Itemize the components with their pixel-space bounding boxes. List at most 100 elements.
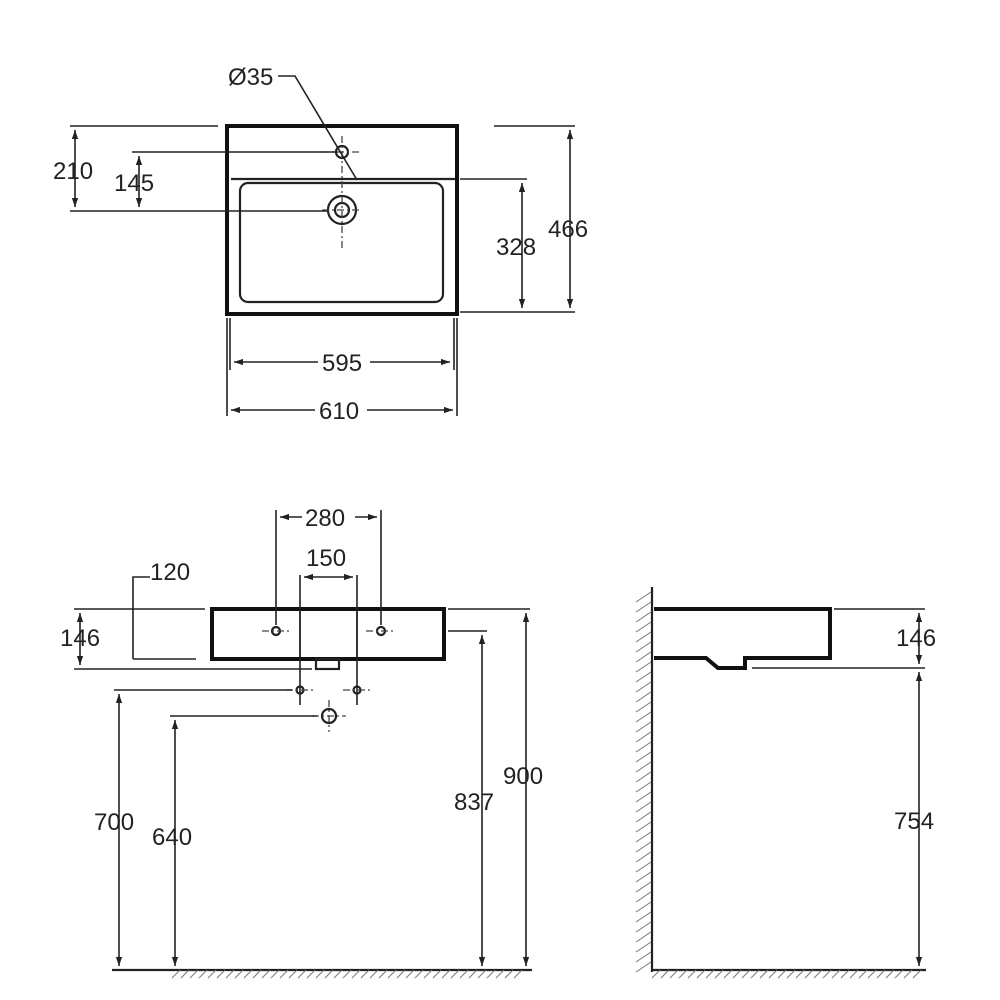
basin-outline-front [210, 607, 446, 661]
wall-hatch-stroke [635, 651, 652, 663]
dim-bowl-depth: 328 [496, 234, 536, 261]
floor-hatch-stroke [669, 969, 679, 979]
floor-hatch-stroke [831, 969, 841, 979]
floor-hatch-stroke [243, 969, 253, 979]
dim-hole-diameter: Ø35 [228, 64, 273, 91]
floor-hatch-stroke [207, 969, 217, 979]
wall-hatch-stroke [635, 851, 652, 863]
leader-hole [278, 75, 358, 181]
dim-supply-height: 700 [94, 809, 134, 836]
dim-waste-height: 640 [152, 824, 192, 851]
floor-hatch-stroke [687, 969, 697, 979]
wall-hatch-stroke [635, 751, 652, 763]
dim-total-depth: 466 [548, 216, 588, 243]
wall-hatch-stroke [635, 631, 652, 643]
floor-hatch-stroke [678, 969, 688, 979]
dim-top-height: 900 [503, 763, 543, 790]
floor-hatch-stroke [858, 969, 868, 979]
wall-hatch-stroke [635, 721, 652, 733]
floor-hatch-stroke [297, 969, 307, 979]
floor-hatch-stroke [396, 969, 406, 979]
floor-hatch-stroke [225, 969, 235, 979]
leader-120 [132, 576, 150, 659]
floor-hatch-stroke [849, 969, 859, 979]
wall-hatch-stroke [635, 601, 652, 613]
wall-hatch-stroke [635, 731, 652, 743]
wall-hatch-stroke [635, 951, 652, 963]
floor-hatch-stroke [477, 969, 487, 979]
floor-hatch-stroke [903, 969, 913, 979]
wall-hatch-stroke [635, 861, 652, 873]
side-view: 146 754 [635, 587, 936, 979]
floor-hatch-front [171, 969, 523, 979]
floor-hatch-stroke [741, 969, 751, 979]
floor-hatch-stroke [840, 969, 850, 979]
floor-hatch-stroke [279, 969, 289, 979]
wall-hatch-stroke [635, 761, 652, 773]
floor-hatch-stroke [912, 969, 922, 979]
dim-fixing-below-top: 120 [150, 559, 190, 586]
wall-hatch-stroke [635, 671, 652, 683]
wall-hatch-stroke [635, 941, 652, 953]
dim-basin-height-side: 146 [896, 625, 936, 652]
dim-total-width: 610 [319, 398, 359, 425]
wall-hatch-stroke [635, 611, 652, 623]
floor-hatch-stroke [495, 969, 505, 979]
floor-hatch-stroke [894, 969, 904, 979]
floor-hatch-stroke [216, 969, 226, 979]
wall-hatch-stroke [635, 831, 652, 843]
floor-hatch-side [651, 969, 922, 979]
wall-hatch-stroke [635, 921, 652, 933]
floor-hatch-stroke [414, 969, 424, 979]
wall-hatch-stroke [635, 591, 652, 603]
floor-hatch-stroke [252, 969, 262, 979]
dim-underside-height: 837 [454, 789, 494, 816]
dim-drain-from-back: 210 [53, 158, 93, 185]
floor-hatch-stroke [732, 969, 742, 979]
wall-hatch [635, 591, 652, 973]
floor-hatch-stroke [759, 969, 769, 979]
dim-basin-height-front: 146 [60, 625, 100, 652]
wall-hatch-stroke [635, 901, 652, 913]
floor-hatch-stroke [504, 969, 514, 979]
floor-hatch-stroke [795, 969, 805, 979]
floor-hatch-stroke [387, 969, 397, 979]
floor-hatch-stroke [822, 969, 832, 979]
wall-hatch-stroke [635, 681, 652, 693]
floor-hatch-stroke [714, 969, 724, 979]
floor-hatch-stroke [804, 969, 814, 979]
wall-hatch-stroke [635, 891, 652, 903]
floor-hatch-stroke [189, 969, 199, 979]
floor-hatch-stroke [723, 969, 733, 979]
wall-hatch-stroke [635, 701, 652, 713]
wall-hatch-stroke [635, 881, 652, 893]
wall-hatch-stroke [635, 691, 652, 703]
dim-taphole-from-back: 145 [114, 170, 154, 197]
floor-hatch-stroke [777, 969, 787, 979]
wall-hatch-stroke [635, 841, 652, 853]
floor-hatch-stroke [651, 969, 661, 979]
floor-hatch-stroke [171, 969, 181, 979]
floor-hatch-stroke [324, 969, 334, 979]
floor-hatch-stroke [270, 969, 280, 979]
floor-hatch-stroke [450, 969, 460, 979]
floor-hatch-stroke [333, 969, 343, 979]
floor-hatch-stroke [876, 969, 886, 979]
basin-outline-top [225, 124, 459, 316]
floor-hatch-stroke [813, 969, 823, 979]
floor-hatch-stroke [234, 969, 244, 979]
front-view: 280 150 120 146 700 640 [60, 505, 543, 979]
floor-hatch-stroke [405, 969, 415, 979]
wall-hatch-stroke [635, 711, 652, 723]
floor-hatch-stroke [423, 969, 433, 979]
floor-hatch-stroke [486, 969, 496, 979]
floor-hatch-stroke [180, 969, 190, 979]
wall-hatch-stroke [635, 641, 652, 653]
floor-hatch-stroke [315, 969, 325, 979]
floor-hatch-stroke [459, 969, 469, 979]
floor-hatch-stroke [885, 969, 895, 979]
top-view: Ø35 210 145 328 466 595 610 [53, 64, 588, 425]
floor-hatch-stroke [342, 969, 352, 979]
floor-hatch-stroke [468, 969, 478, 979]
